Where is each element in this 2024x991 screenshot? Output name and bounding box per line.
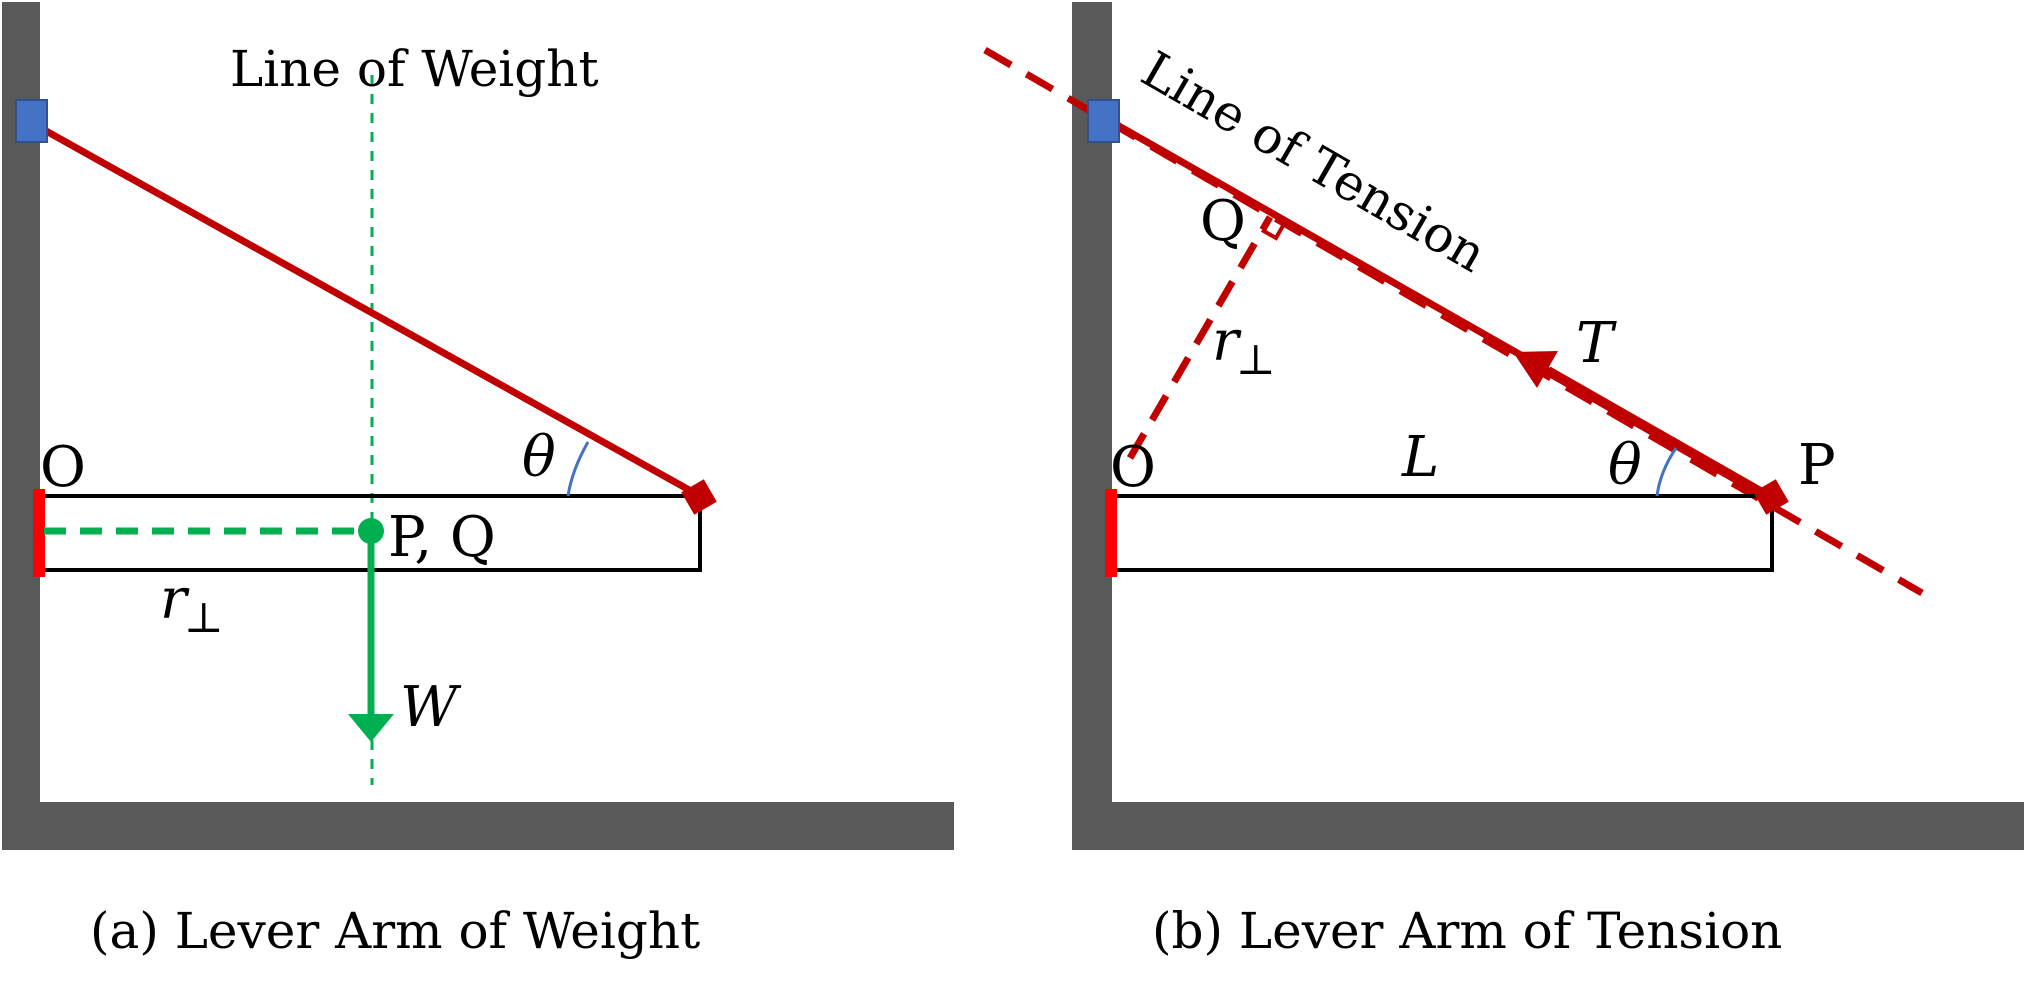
anchor-b: [1087, 99, 1120, 143]
right-angle-marker: [1261, 223, 1286, 241]
anchor-a: [15, 99, 48, 143]
hinge-b: [1105, 489, 1117, 577]
connector-b: [1753, 479, 1789, 515]
tension-label: T: [1576, 311, 1617, 376]
rope-a: [28, 118, 702, 500]
pivot-label-b: O: [1110, 435, 1156, 500]
angle-arc-b: [1655, 447, 1678, 497]
angle-label-a: θ: [522, 425, 556, 490]
arm-label-b: r: [1212, 309, 1242, 374]
tension-arrow: [1545, 366, 1763, 497]
floor-b: [1072, 802, 2024, 850]
connector-a: [681, 479, 717, 515]
weight-label: W: [400, 675, 462, 740]
panel-a: Line of Weight O P, Q θ r ⊥ W (a) Lever …: [2, 2, 954, 960]
arm-label-b-sub: ⊥: [1236, 335, 1276, 384]
floor-a: [2, 802, 954, 850]
weight-arrowhead: [348, 714, 394, 742]
caption-a: (a) Lever Arm of Weight: [90, 902, 700, 960]
caption-b: (b) Lever Arm of Tension: [1152, 902, 1782, 960]
pivot-label-a: O: [40, 435, 86, 500]
beam-b: [1110, 494, 1774, 572]
lever-arm-b: [1126, 215, 1274, 460]
wall-b: [1072, 2, 1112, 850]
angle-arc-a: [566, 441, 590, 497]
panel-b: Line of Tension Q r ⊥ T O L θ P (b) Leve…: [983, 2, 2024, 960]
line-of-weight-label: Line of Weight: [230, 40, 599, 98]
arm-label-a-sub: ⊥: [184, 593, 224, 642]
line-of-tension: [983, 46, 1924, 597]
hinge-a: [33, 489, 45, 577]
length-label: L: [1401, 425, 1439, 490]
point-pq-dot: [358, 518, 384, 544]
point-q-label: Q: [1200, 189, 1246, 254]
arm-label-a: r: [160, 567, 190, 632]
tension-arrowhead: [1513, 351, 1558, 388]
angle-label-b: θ: [1608, 433, 1642, 498]
wall-a: [2, 2, 40, 850]
point-pq-label: P, Q: [388, 505, 496, 570]
point-p-label: P: [1798, 433, 1836, 498]
